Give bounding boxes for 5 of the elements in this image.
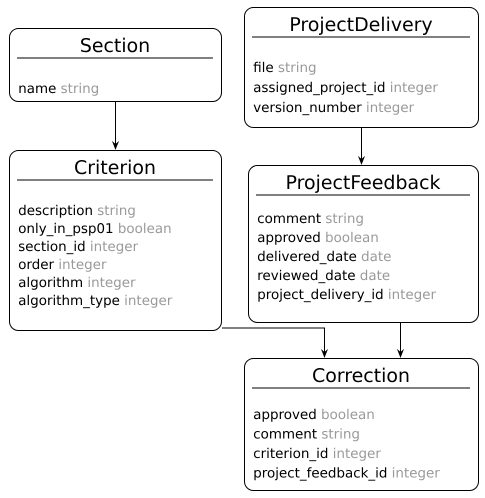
entity-box: ProjectFeedback comment string approved boolean delivered_date date reviewed_date date project_delivery_id integer <box>248 165 479 323</box>
entity-box: Correction approved boolean comment string criterion_id integer project_feedback_id integer <box>244 358 479 491</box>
entity-box: Section name string <box>9 28 222 102</box>
entity-box: ProjectDelivery file string assigned_project_id integer version_number integer <box>244 7 479 128</box>
entity-box: Criterion description string only_in_psp01 boolean section_id integer order integer algorithm integer algorithm_type integer <box>9 150 222 331</box>
